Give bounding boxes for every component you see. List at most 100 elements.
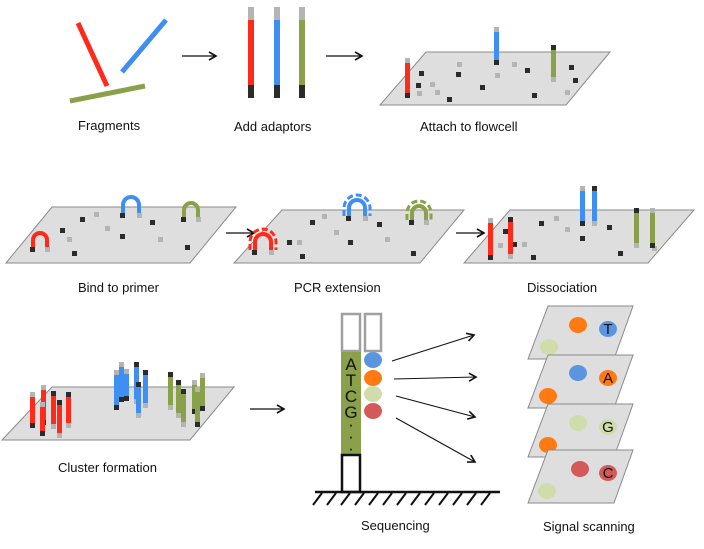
primer-dark: [252, 250, 257, 255]
base-letter: T: [346, 371, 356, 390]
signal-dot: [569, 317, 587, 333]
adaptor-end: [592, 221, 597, 226]
nucleotide-dot-red: [364, 403, 382, 419]
dna-strand: [51, 396, 56, 424]
primer-dark: [618, 251, 623, 256]
primer-dark: [310, 220, 315, 225]
dna-strand: [119, 367, 124, 397]
signal-dot-base: [599, 370, 617, 386]
signal-dot: [571, 461, 589, 477]
primer-dark: [539, 221, 544, 226]
ellipsis-dot: ·: [348, 415, 354, 434]
primer-dark: [416, 83, 421, 88]
adaptor-end: [508, 217, 513, 222]
adaptor-end: [551, 45, 556, 50]
dna-strand: [634, 213, 639, 243]
adaptor-end: [66, 423, 71, 428]
hatch-mark: [382, 492, 393, 506]
dna-strand: [124, 374, 129, 396]
adaptor-end: [40, 431, 45, 436]
adaptor-end: [41, 385, 46, 390]
primer-dark: [456, 72, 461, 77]
hatch-mark: [410, 492, 421, 506]
signal-dot-base: [599, 321, 617, 337]
primer-light: [269, 250, 274, 255]
adaptor-end: [124, 369, 129, 374]
flowcell-attach: [378, 27, 612, 106]
adaptor-end: [650, 243, 655, 248]
dna-strand: [40, 407, 45, 431]
adaptor-dark: [299, 85, 305, 98]
adaptor-end: [592, 186, 597, 191]
adaptor-end: [134, 362, 139, 367]
primer-dark: [580, 236, 585, 241]
dna-strand: [114, 375, 119, 405]
adaptor-end: [136, 413, 141, 418]
hatch-mark: [312, 492, 323, 506]
fragment-red: [75, 21, 110, 88]
bridge-strand: [121, 195, 141, 213]
adaptor-end: [114, 370, 119, 375]
flowcell-cluster: [0, 362, 236, 441]
adaptor-end: [200, 406, 205, 411]
hatch-mark: [424, 492, 435, 506]
dna-strand: [580, 191, 585, 221]
adaptor-end: [650, 208, 655, 213]
dna-strand: [274, 20, 280, 85]
signal-dot: [540, 339, 558, 355]
dna-strand: [592, 191, 597, 221]
dna-strand: [248, 20, 254, 85]
step-label-attach: Attach to flowcell: [420, 119, 518, 134]
signal-dot: [539, 388, 557, 404]
primer-dark: [525, 68, 530, 73]
adaptor-end: [405, 93, 410, 98]
adaptor-end: [143, 403, 148, 408]
adaptor-end: [634, 243, 639, 248]
primer-light: [94, 212, 99, 217]
bridge-strand: [182, 201, 200, 217]
step-label-dissociation: Dissociation: [527, 280, 597, 295]
signal-dot: [569, 415, 587, 431]
dna-strand: [136, 387, 141, 413]
base-letter: C: [345, 387, 357, 406]
adaptor-end: [168, 372, 173, 377]
primer-dark: [569, 65, 574, 70]
primer-dark: [531, 255, 536, 260]
dna-strand: [299, 20, 305, 85]
step-label-cluster: Cluster formation: [58, 460, 157, 475]
flowcell-bind: [4, 195, 238, 264]
step-label-fragments: Fragments: [78, 118, 141, 133]
bridge-strand: [410, 204, 428, 220]
dna-strand: [168, 377, 173, 405]
extension-strand-dashed: [405, 199, 433, 220]
primer-dark: [503, 229, 508, 234]
dna-strand: [551, 50, 556, 77]
hatch-mark: [354, 492, 365, 506]
primer-dark: [287, 240, 292, 245]
strand-complement-top-adaptor: [363, 312, 383, 353]
base-call-letter: T: [603, 321, 612, 338]
adaptor-strands: [248, 7, 305, 98]
nucleotide-dot-blue: [364, 352, 382, 368]
step-label-sequencing: Sequencing: [361, 518, 430, 533]
step-label-pcr: PCR extension: [294, 280, 381, 295]
base-letter: G: [344, 403, 357, 422]
ellipsis-dot: ·: [348, 439, 354, 458]
primer-light: [435, 90, 440, 95]
primer-dark: [447, 97, 452, 102]
adaptor-end: [136, 382, 141, 387]
primer-dark: [532, 93, 537, 98]
adaptor-end: [119, 397, 124, 402]
primer-dark: [60, 228, 65, 233]
signal-dot: [539, 437, 557, 453]
primer-light: [430, 82, 435, 87]
base-call-letter: G: [602, 419, 614, 436]
adaptor-end: [30, 423, 35, 428]
signal-dot-base: [599, 465, 617, 481]
adaptor-end: [176, 380, 181, 385]
adaptor-end: [119, 362, 124, 367]
dna-strand: [494, 32, 499, 60]
primer-light: [196, 217, 201, 222]
